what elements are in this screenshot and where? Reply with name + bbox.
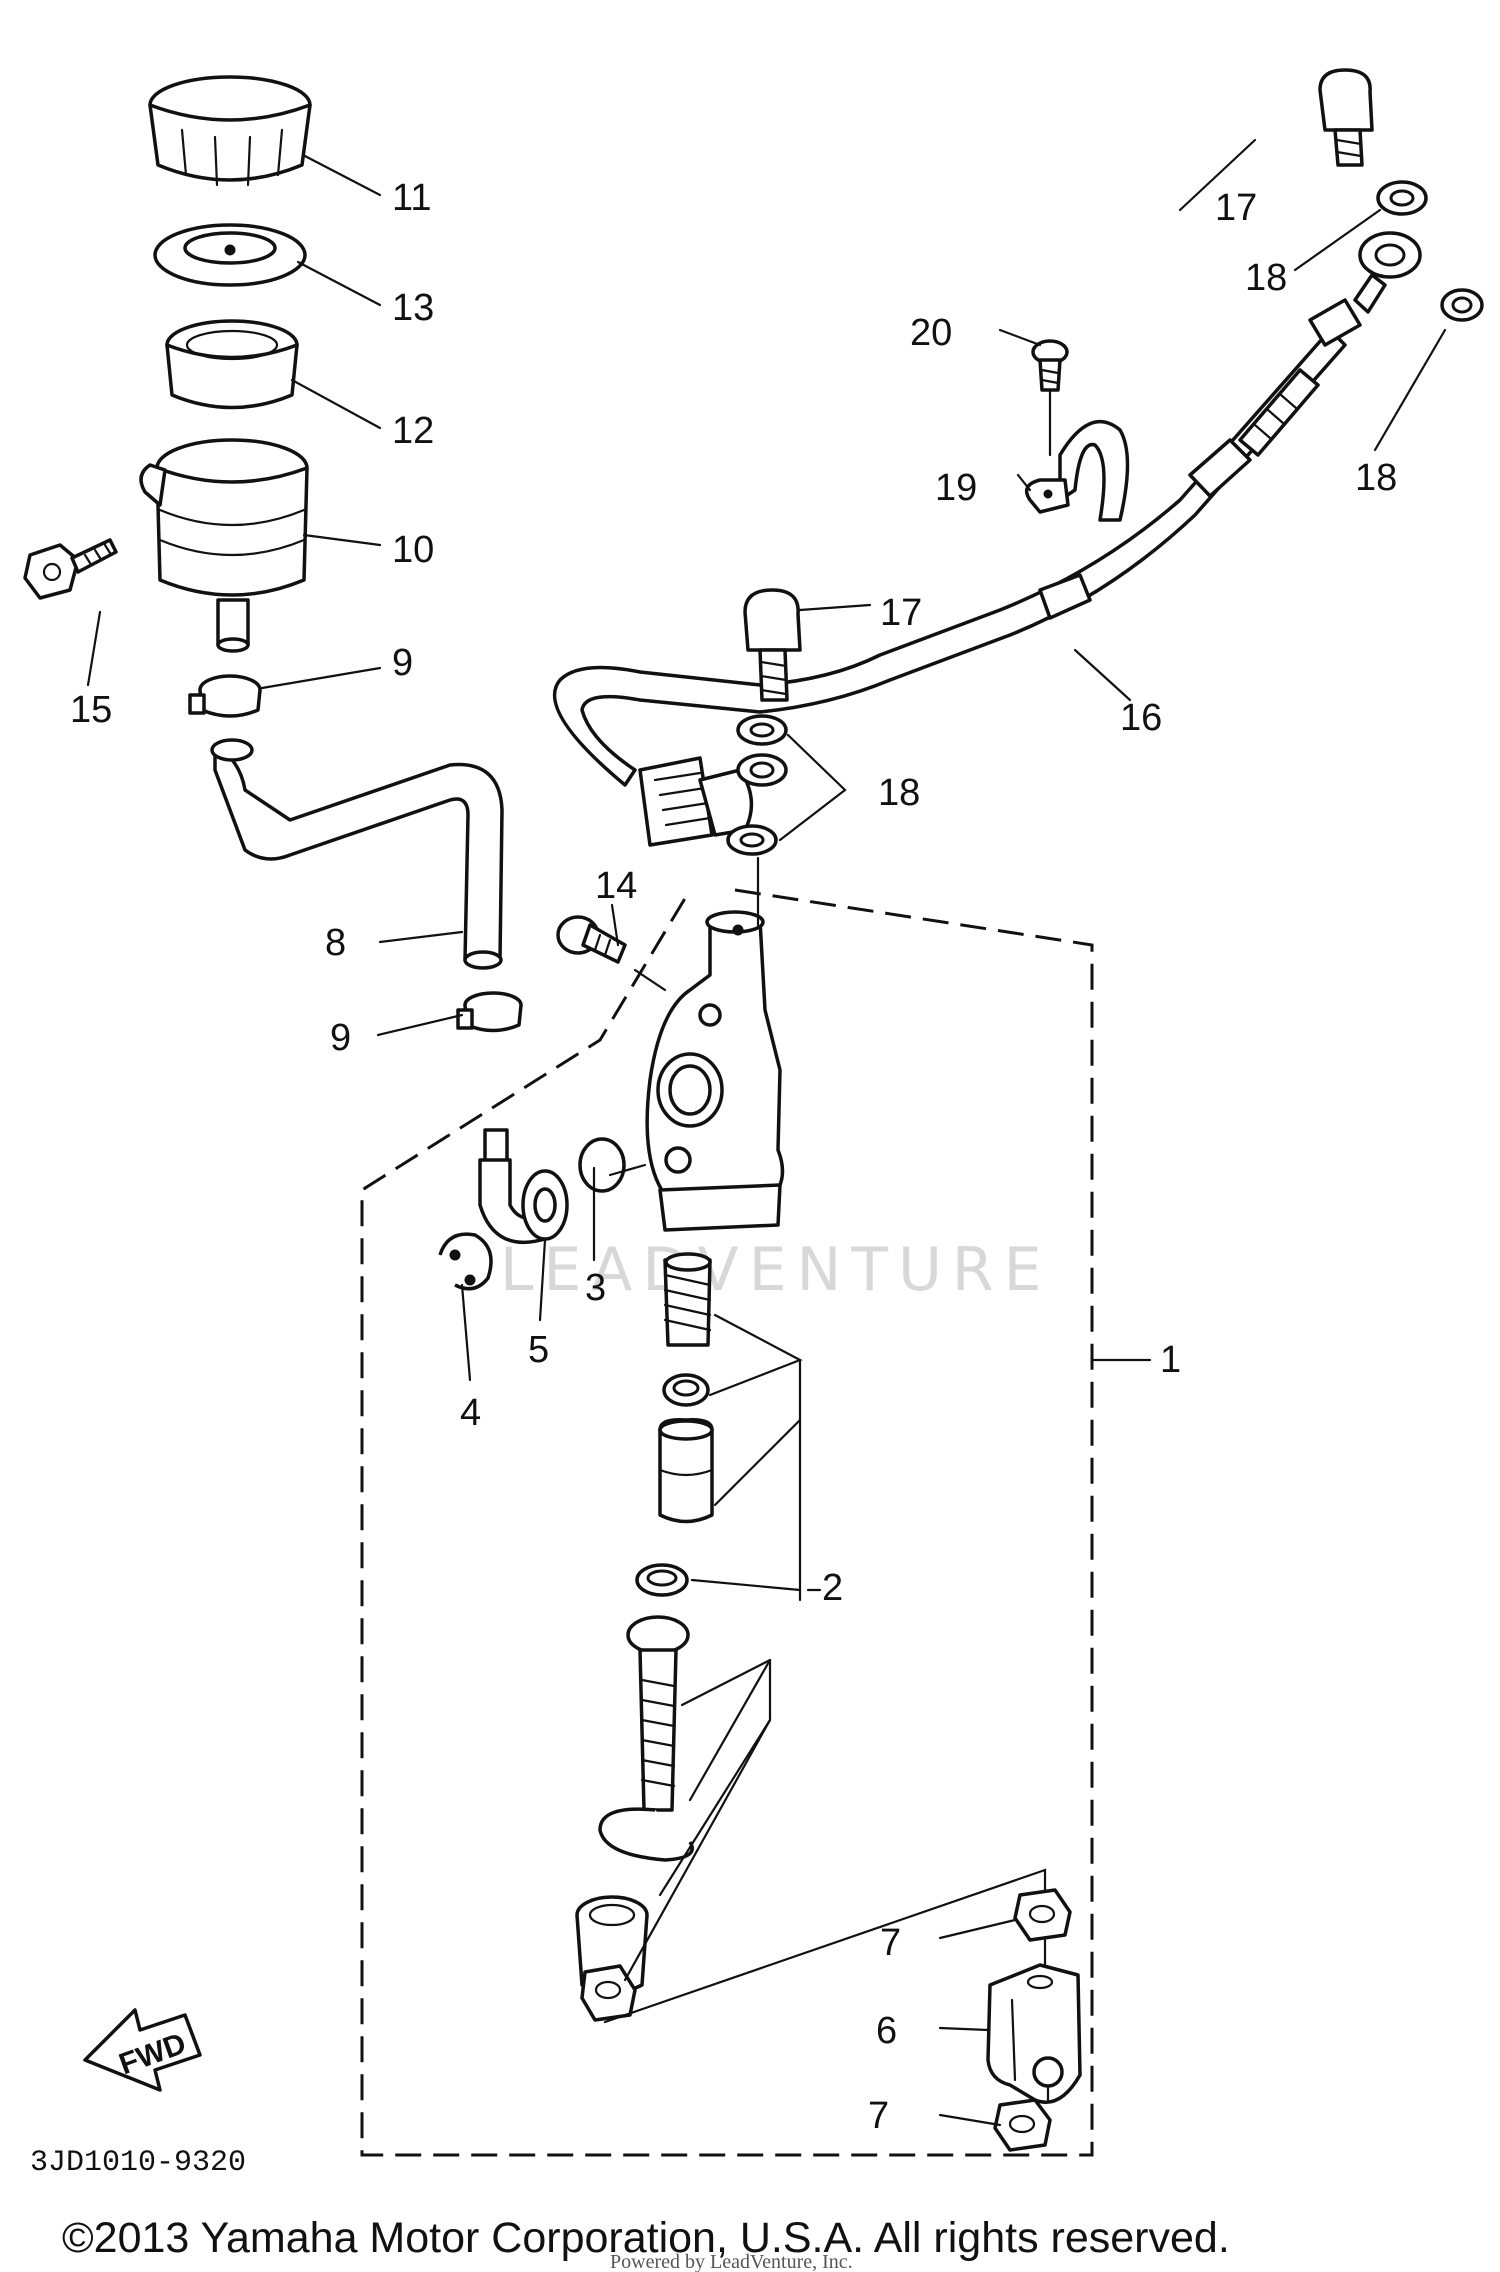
callout-9-lower: 9 [330,1017,351,1059]
clevis-nut-upper [1013,1888,1072,1942]
diaphragm-plate [153,223,307,287]
credit-text: Powered by LeadVenture, Inc. [610,2251,853,2272]
leader-lines [86,138,1447,2127]
hose-clamp-lower [456,991,523,1033]
clevis-nut-lower [993,2098,1052,2152]
callout-18-upper: 18 [1245,257,1287,299]
reservoir-cap [148,75,312,187]
callout-10: 10 [392,529,434,571]
callout-3: 3 [585,1267,606,1309]
snap-ring [598,1807,694,1862]
clevis [986,1963,1082,2104]
callout-16: 16 [1120,697,1162,739]
reservoir-hose [210,738,504,970]
callout-15: 15 [70,689,112,731]
callout-17-upper: 17 [1215,187,1257,229]
rod-nut-lower [580,1964,637,2022]
hose-holder [1024,420,1130,522]
assembly-boundary [360,888,1094,2157]
callout-4: 4 [460,1392,481,1434]
cup [635,1563,689,1597]
callout-18-right: 18 [1355,457,1397,499]
callout-11: 11 [392,177,431,219]
callout-19: 19 [935,467,977,509]
push-rod [626,1615,690,1812]
master-cylinder-body [645,910,785,1232]
callout-8: 8 [325,922,346,964]
body-bolt [556,915,627,964]
union-bolt-upper [1318,68,1374,167]
callout-14: 14 [595,865,637,907]
brake-hose [552,231,1422,847]
callout-1: 1 [1160,1339,1181,1381]
circlip [438,1232,493,1291]
holder-screw [1031,339,1069,392]
piston [658,1417,714,1524]
callout-7-upper: 7 [880,1922,901,1964]
callout-20: 20 [910,312,952,354]
reservoir-bolt [23,538,118,600]
callout-13: 13 [392,287,434,329]
callout-17-lower: 17 [880,592,922,634]
reservoir-tank [139,438,309,653]
callout-9-upper: 9 [392,642,413,684]
copper-washers [726,180,1484,856]
spring-seat [662,1373,710,1407]
watermark-text: LEADVENTURE [500,1235,1052,1305]
callout-labels: 11 13 12 10 9 15 8 9 14 3 5 4 1 2 17 16 … [70,177,1397,2137]
fwd-arrow-icon: FWD [83,2008,202,2092]
hose-clamp-upper [188,674,262,718]
callout-12: 12 [392,410,434,452]
piston-spring [663,1252,712,1347]
grommet [521,1169,569,1241]
callout-6: 6 [876,2010,897,2052]
diaphragm [165,319,299,410]
callout-7-lower: 7 [868,2095,889,2137]
union-bolt-lower [743,588,802,702]
callout-18-lower: 18 [878,772,920,814]
callout-2: 2 [822,1567,843,1609]
diagram-code: 3JD1010-9320 [30,2146,246,2180]
o-ring [578,1137,626,1193]
callout-5: 5 [528,1329,549,1371]
copyright-text: ©2013 Yamaha Motor Corporation, U.S.A. A… [62,2214,1230,2262]
